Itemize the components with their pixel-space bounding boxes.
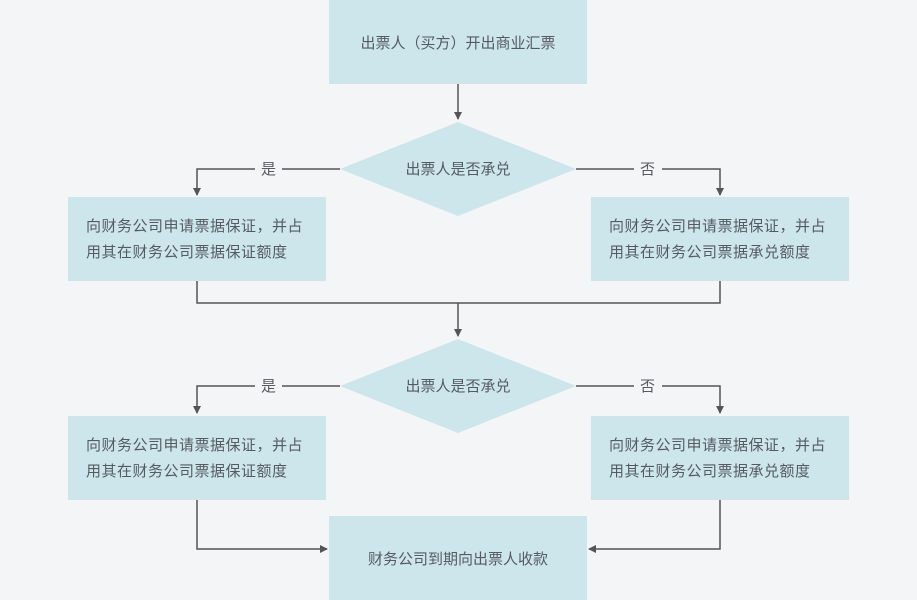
arrow-yes2-to-end <box>196 500 328 553</box>
no1-node: 向财务公司申请票据保证，并占用其在财务公司票据承兑额度 <box>591 197 849 281</box>
end-node-text: 财务公司到期向出票人收款 <box>367 549 548 568</box>
arrow-decision2-no <box>662 385 724 414</box>
edge-label-no-1: 否 <box>640 160 656 178</box>
edge-label-no-2: 否 <box>640 377 656 395</box>
line-merge-right <box>458 281 721 304</box>
yes1-node-text: 向财务公司申请票据保证，并占用其在财务公司票据保证额度 <box>86 217 304 261</box>
arrow-decision1-yes <box>193 168 255 196</box>
start-node: 出票人（买方）开出商业汇票 <box>329 0 587 84</box>
arrow-decision2-yes <box>193 385 255 414</box>
yes1-node: 向财务公司申请票据保证，并占用其在财务公司票据保证额度 <box>68 197 326 281</box>
yes2-node-text: 向财务公司申请票据保证，并占用其在财务公司票据保证额度 <box>86 436 304 480</box>
decision-diamond-1 <box>340 122 576 216</box>
line-merge-left <box>196 281 458 304</box>
arrow-decision1-no <box>662 168 724 196</box>
no2-node: 向财务公司申请票据保证，并占用其在财务公司票据承兑额度 <box>591 416 849 500</box>
start-node-text: 出票人（买方）开出商业汇票 <box>360 33 556 52</box>
decision-diamond-2 <box>340 339 576 433</box>
edge-label-yes-1: 是 <box>261 160 277 178</box>
no2-node-text: 向财务公司申请票据保证，并占用其在财务公司票据承兑额度 <box>609 436 827 480</box>
edge-label-yes-2: 是 <box>261 377 277 395</box>
decision1-label: 出票人是否承兑 <box>405 160 511 178</box>
no1-node-text: 向财务公司申请票据保证，并占用其在财务公司票据承兑额度 <box>609 217 827 261</box>
decision2-label: 出票人是否承兑 <box>405 377 511 395</box>
arrow-no2-to-end <box>588 500 721 553</box>
yes2-node: 向财务公司申请票据保证，并占用其在财务公司票据保证额度 <box>68 416 326 500</box>
end-node: 财务公司到期向出票人收款 <box>329 516 587 600</box>
